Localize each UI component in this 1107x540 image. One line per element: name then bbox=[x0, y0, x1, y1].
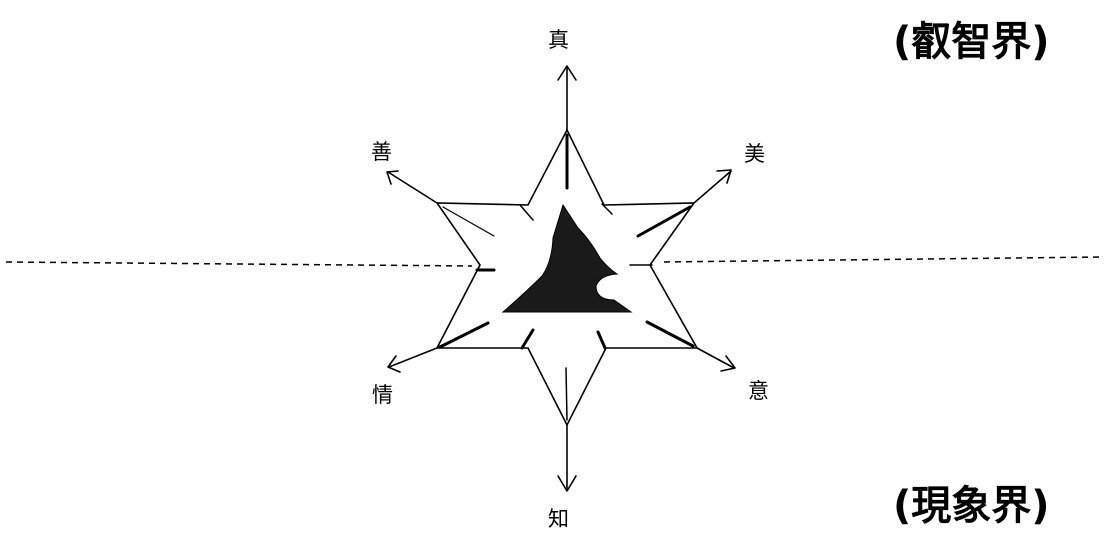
arrowhead-lower-right bbox=[720, 355, 736, 372]
divider-right bbox=[663, 256, 1101, 263]
arrow-lower-right bbox=[696, 347, 735, 369]
star-spokes bbox=[438, 133, 695, 421]
arrowhead-upper-left bbox=[386, 170, 399, 185]
value-label-truth: 真 bbox=[548, 28, 569, 52]
arrowhead-bottom bbox=[557, 475, 577, 492]
realm-label-phenomenal: (現象界) bbox=[893, 483, 1050, 529]
arrow-lower-left bbox=[388, 347, 438, 368]
value-label-beauty: 美 bbox=[744, 142, 765, 166]
central-mountain bbox=[501, 203, 633, 313]
value-label-goodness: 善 bbox=[371, 140, 392, 164]
arrow-upper-left bbox=[387, 171, 438, 204]
value-label-will: 意 bbox=[748, 379, 769, 403]
value-arrows bbox=[386, 65, 736, 492]
arrowhead-upper-right bbox=[716, 169, 732, 184]
value-label-emotion: 情 bbox=[372, 383, 393, 407]
arrowhead-top bbox=[557, 65, 577, 81]
value-label-intellect: 知 bbox=[548, 507, 569, 531]
realm-label-intelligible: (叡智界) bbox=[893, 19, 1050, 65]
arrowhead-lower-left bbox=[387, 355, 401, 373]
arrow-upper-right bbox=[693, 170, 732, 204]
divider-left bbox=[5, 261, 473, 267]
